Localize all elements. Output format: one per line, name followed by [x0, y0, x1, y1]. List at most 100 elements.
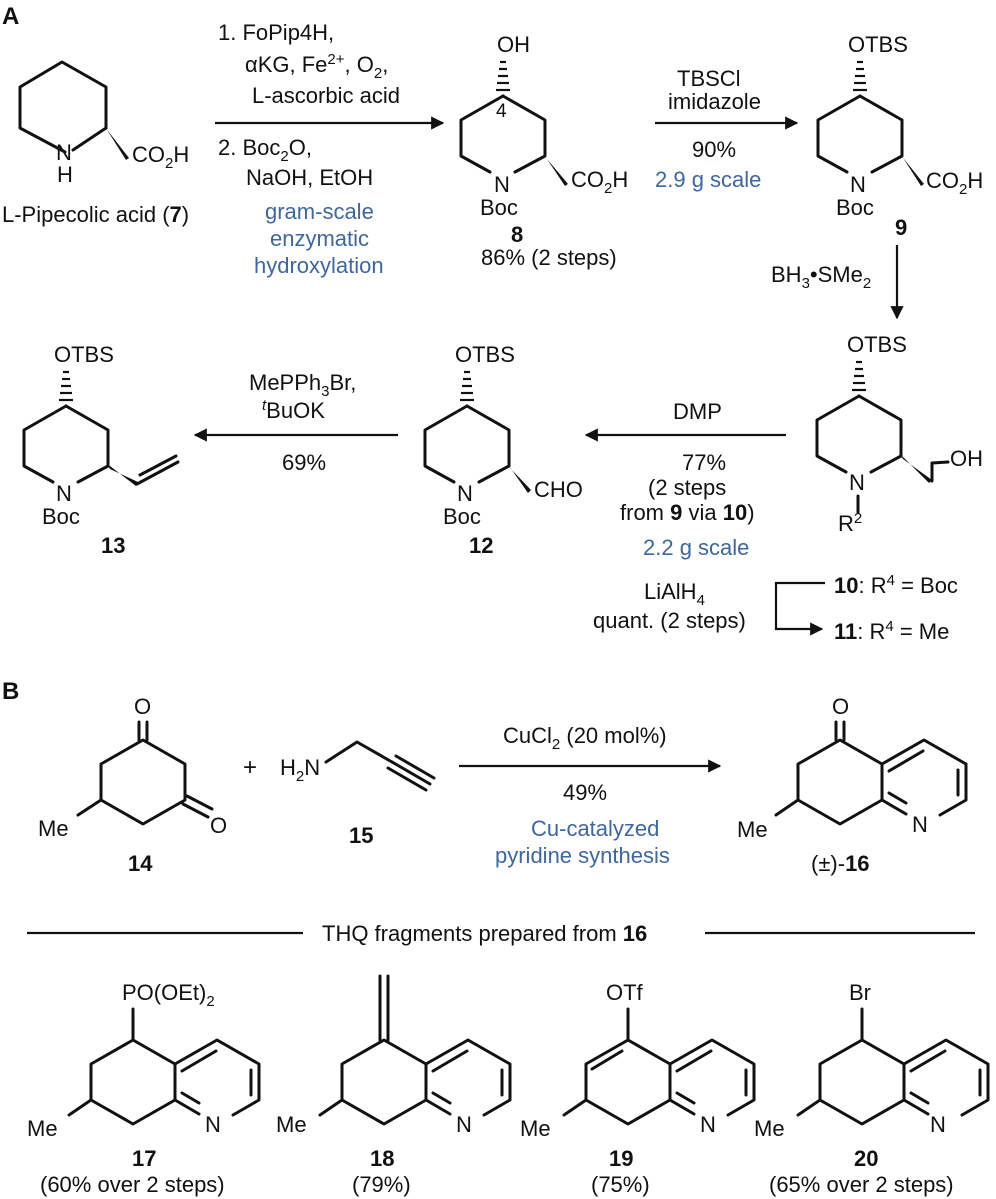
svg-text:N: N: [849, 470, 865, 495]
svg-text:Me: Me: [737, 817, 768, 842]
svg-text:1. FoPip4H,: 1. FoPip4H,: [218, 20, 334, 45]
svg-text:MePPh3Br,: MePPh3Br,: [249, 370, 356, 400]
svg-text:2.9 g scale: 2.9 g scale: [655, 167, 761, 192]
step-6-conditions: LiAlH4 quant. (2 steps) 10: R4 = Boc 11:…: [593, 572, 958, 644]
svg-text:DMP: DMP: [673, 399, 722, 424]
compound-10-11: OTBS N OH R2: [815, 332, 983, 536]
compound-18: N Me 18 (79%): [276, 974, 512, 1197]
svg-text:18: 18: [370, 1146, 394, 1171]
svg-text:OTBS: OTBS: [848, 32, 908, 57]
fragments-header: THQ fragments prepared from 16: [27, 921, 975, 946]
arrow-step-6: [774, 581, 825, 636]
compound-14: O O Me 14: [38, 694, 227, 876]
svg-text:N: N: [56, 481, 72, 506]
c7-label: L-Pipecolic acid (7): [2, 202, 189, 227]
compound-19: OTf N Me 19 (75%): [520, 980, 756, 1197]
step-3-conditions: BH3•SMe2: [771, 245, 904, 320]
svg-text:gram-scale: gram-scale: [265, 199, 374, 224]
svg-text:15: 15: [349, 823, 373, 848]
svg-text:(65% over 2 steps): (65% over 2 steps): [769, 1172, 954, 1197]
svg-text:from 9 via 10): from 9 via 10): [620, 500, 755, 525]
svg-text:N: N: [205, 1112, 221, 1137]
svg-text:OTf: OTf: [606, 980, 644, 1005]
svg-text:69%: 69%: [282, 450, 326, 475]
svg-text:hydroxylation: hydroxylation: [254, 253, 384, 278]
compound-9: OTBS N Boc CO2H 9: [816, 32, 983, 240]
compound-20: Br N Me 20 (65% over 2 steps): [754, 980, 990, 1197]
svg-text:Boc: Boc: [42, 504, 80, 529]
svg-text:N: N: [850, 172, 866, 197]
panel-label-a: A: [2, 3, 19, 30]
compound-8: OH 4 N Boc CO2H 8 86% (2 steps): [459, 32, 628, 270]
c7-co2h: CO2H: [132, 142, 189, 172]
svg-text:4: 4: [496, 101, 507, 122]
svg-text:Me: Me: [38, 816, 69, 841]
svg-text:N: N: [456, 1112, 472, 1137]
svg-text:(2 steps: (2 steps: [648, 475, 726, 500]
step-4-conditions: DMP 77% (2 steps from 9 via 10) 2.2 g sc…: [584, 399, 786, 560]
svg-text:TBSCl: TBSCl: [677, 66, 741, 91]
svg-text:O: O: [210, 813, 227, 838]
svg-text:Me: Me: [520, 1116, 551, 1141]
svg-text:OTBS: OTBS: [455, 342, 515, 367]
svg-text:90%: 90%: [692, 137, 736, 162]
svg-text:(75%): (75%): [591, 1172, 650, 1197]
compound-7: N H CO2H L-Pipecolic acid (7): [2, 60, 189, 227]
svg-text:14: 14: [128, 851, 153, 876]
svg-text:R2: R2: [838, 510, 862, 536]
compound-17: PO(OEt)2 N Me 17 (60% over 2 steps): [27, 980, 261, 1197]
svg-text:17: 17: [132, 1146, 156, 1171]
svg-text:Cu-catalyzed: Cu-catalyzed: [531, 816, 659, 841]
svg-text:13: 13: [101, 533, 125, 558]
svg-text:Boc: Boc: [480, 195, 518, 220]
svg-text:2.2 g scale: 2.2 g scale: [643, 535, 749, 560]
svg-text:O: O: [832, 694, 849, 719]
plus-sign: +: [243, 754, 257, 781]
svg-text:Boc: Boc: [836, 195, 874, 220]
svg-text:pyridine synthesis: pyridine synthesis: [495, 843, 670, 868]
svg-text:(79%): (79%): [352, 1172, 411, 1197]
svg-text:CO2H: CO2H: [926, 168, 983, 198]
compound-12: OTBS N Boc CHO 12: [423, 342, 583, 558]
svg-text:O: O: [134, 694, 151, 719]
compound-15: H2N 15: [280, 740, 436, 848]
svg-text:PO(OEt)2: PO(OEt)2: [122, 980, 215, 1010]
svg-text:19: 19: [609, 1146, 633, 1171]
svg-text:NaOH, EtOH: NaOH, EtOH: [246, 165, 373, 190]
svg-text:quant. (2 steps): quant. (2 steps): [593, 608, 746, 633]
compound-13: OTBS N Boc 13: [22, 342, 180, 558]
panel-label-b: B: [2, 678, 19, 705]
svg-text:imidazole: imidazole: [668, 89, 761, 114]
c7-h: H: [57, 162, 73, 187]
svg-text:(60% over 2 steps): (60% over 2 steps): [40, 1172, 225, 1197]
svg-text:THQ fragments prepared from 16: THQ fragments prepared from 16: [322, 921, 647, 946]
svg-text:tBuOK: tBuOK: [262, 397, 325, 423]
svg-text:20: 20: [854, 1146, 878, 1171]
svg-text:H2N: H2N: [280, 755, 320, 785]
svg-text:BH3•SMe2: BH3•SMe2: [771, 262, 871, 292]
svg-text:11: R4 = Me: 11: R4 = Me: [834, 618, 949, 644]
svg-text:N: N: [912, 812, 928, 837]
svg-text:49%: 49%: [563, 780, 607, 805]
svg-text:N: N: [930, 1112, 946, 1137]
svg-text:αKG, Fe2+, O2,: αKG, Fe2+, O2,: [245, 51, 388, 82]
svg-text:OTBS: OTBS: [54, 342, 114, 367]
svg-text:10: R4 = Boc: 10: R4 = Boc: [834, 572, 958, 598]
svg-text:(±)-16: (±)-16: [811, 851, 870, 876]
svg-text:Me: Me: [276, 1112, 307, 1137]
svg-text:N: N: [457, 481, 473, 506]
svg-text:Me: Me: [27, 1116, 58, 1141]
svg-text:L-ascorbic acid: L-ascorbic acid: [252, 83, 400, 108]
svg-text:OTBS: OTBS: [847, 332, 907, 357]
svg-text:9: 9: [895, 215, 907, 240]
c7-n: N: [56, 140, 72, 165]
svg-text:enzymatic: enzymatic: [270, 226, 369, 251]
svg-text:CO2H: CO2H: [571, 167, 628, 197]
svg-text:86% (2 steps): 86% (2 steps): [481, 245, 617, 270]
svg-text:OH: OH: [950, 446, 983, 471]
svg-text:Me: Me: [754, 1116, 785, 1141]
svg-text:CuCl2 (20 mol%): CuCl2 (20 mol%): [503, 723, 667, 753]
svg-text:Boc: Boc: [443, 504, 481, 529]
svg-text:OH: OH: [497, 32, 530, 57]
